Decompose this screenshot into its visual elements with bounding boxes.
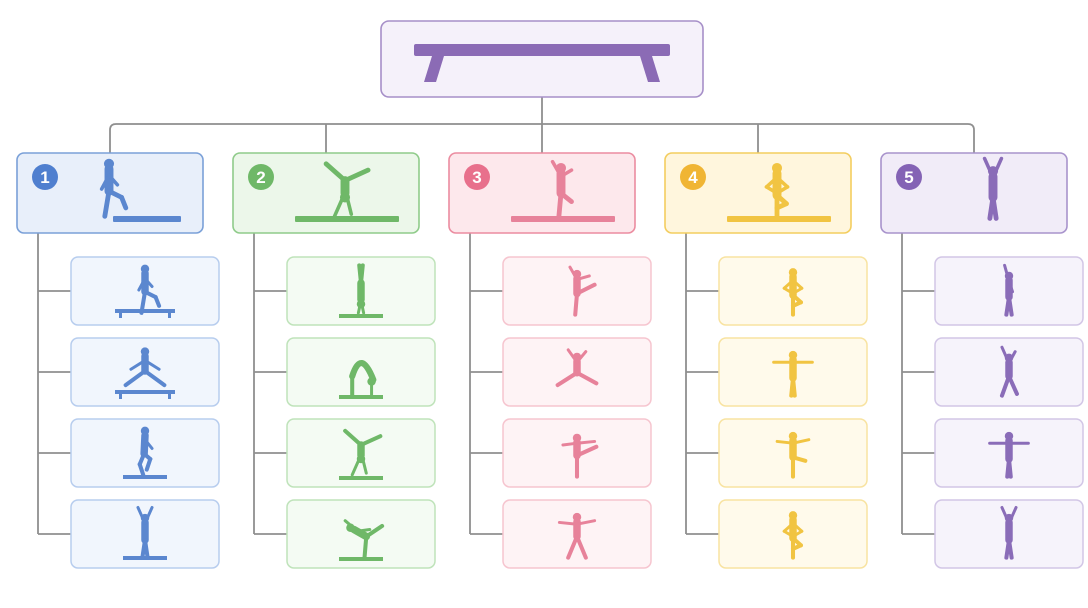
child-node-5-3 <box>934 418 1084 488</box>
column-1: 1 <box>16 152 220 569</box>
child-node-1-1 <box>70 256 220 326</box>
child-box <box>286 337 436 407</box>
header-node-5: 5 <box>880 152 1068 234</box>
header-box <box>232 152 420 234</box>
arabesque-icon <box>561 433 599 479</box>
header-node-3: 3 <box>448 152 636 234</box>
step-number: 1 <box>40 168 49 187</box>
child-node-3-1 <box>502 256 652 326</box>
header-box <box>880 152 1068 234</box>
child-node-1-2 <box>70 337 220 407</box>
salute-icon <box>982 156 1004 221</box>
leg-lift-icon <box>775 431 811 479</box>
step-number-badge: 2 <box>248 164 274 190</box>
beam-arms-up-icon <box>136 505 154 560</box>
columns: 1 2 3 4 5 <box>16 152 1084 569</box>
dance-pose-icon <box>550 159 574 219</box>
beam-mount-icon <box>137 264 162 315</box>
gymnast-step-up-icon <box>99 158 129 219</box>
star-pose-icon <box>557 512 597 560</box>
child-node-1-4 <box>70 499 220 569</box>
column-2: 2 <box>232 152 436 569</box>
step-number-badge: 1 <box>32 164 58 190</box>
header-box <box>664 152 852 234</box>
beam-squat-icon <box>137 426 154 477</box>
header-node-1: 1 <box>16 152 204 234</box>
step-number: 2 <box>256 168 265 187</box>
arm-raise-icon <box>1003 263 1015 317</box>
connector-lines <box>37 97 975 535</box>
child-node-5-4 <box>934 499 1084 569</box>
arms-out-stand-icon <box>988 431 1030 479</box>
salute-icon <box>1000 505 1018 560</box>
column-3: 3 <box>448 152 652 569</box>
step-number: 4 <box>688 168 698 187</box>
child-node-1-3 <box>70 418 220 488</box>
step-salute-icon <box>999 345 1019 398</box>
beam-icon <box>295 216 399 222</box>
passe-balance-icon <box>782 268 804 317</box>
child-node-5-2 <box>934 337 1084 407</box>
arms-out-stand-icon <box>772 350 814 398</box>
cartwheel-icon <box>343 428 383 477</box>
step-number-badge: 4 <box>680 164 706 190</box>
column-4: 4 <box>664 152 868 569</box>
child-node-2-2 <box>286 337 436 407</box>
root-node <box>380 20 704 98</box>
child-node-3-3 <box>502 418 652 488</box>
root-box <box>380 20 704 98</box>
step-number: 3 <box>472 168 481 187</box>
split-jump-icon <box>555 348 599 388</box>
cartwheel-icon <box>323 161 371 219</box>
leap-icon <box>568 265 597 317</box>
child-node-4-1 <box>718 256 868 326</box>
child-node-4-3 <box>718 418 868 488</box>
beam-straddle-icon <box>123 347 167 388</box>
child-node-2-1 <box>286 256 436 326</box>
child-node-3-4 <box>502 499 652 569</box>
child-node-5-1 <box>934 256 1084 326</box>
handstand-icon <box>356 263 366 315</box>
child-node-3-2 <box>502 337 652 407</box>
column-5: 5 <box>880 152 1084 569</box>
scale-icon <box>343 519 385 560</box>
child-node-4-2 <box>718 337 868 407</box>
child-node-2-4 <box>286 499 436 569</box>
child-node-2-3 <box>286 418 436 488</box>
beam-icon <box>511 216 615 222</box>
passe-balance-icon <box>764 162 790 221</box>
header-box <box>448 152 636 234</box>
header-node-2: 2 <box>232 152 420 234</box>
backbend-icon <box>349 360 377 398</box>
balance-beam-icon <box>414 44 670 82</box>
header-node-4: 4 <box>664 152 852 234</box>
beam-icon <box>113 216 181 222</box>
passe-balance-icon <box>782 511 804 560</box>
step-number-badge: 5 <box>896 164 922 190</box>
child-node-4-4 <box>718 499 868 569</box>
step-number-badge: 3 <box>464 164 490 190</box>
step-number: 5 <box>904 168 913 187</box>
